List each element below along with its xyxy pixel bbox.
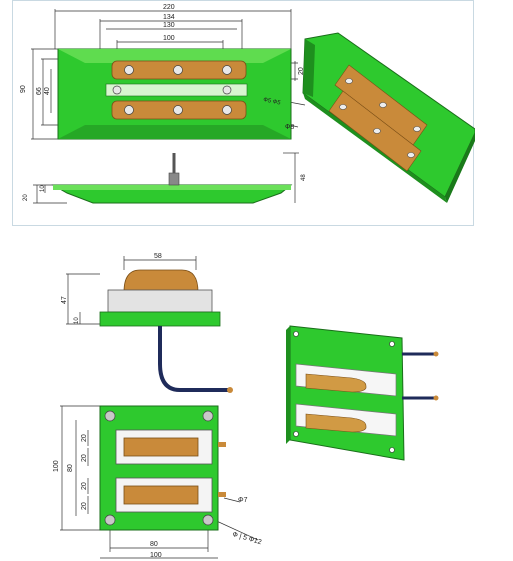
hole-callout-bottom: Ф | 5 Ф12 (231, 531, 262, 546)
screw-icon (124, 105, 134, 115)
screw-icon (339, 104, 347, 110)
screw-icon (173, 105, 183, 115)
screw-icon (407, 152, 415, 158)
screw-icon (373, 128, 381, 134)
dim-label-20: 20 (81, 434, 88, 442)
iso-plate-edge (286, 326, 290, 444)
bottom-front-view (60, 405, 259, 559)
dim-label-47: 47 (61, 296, 68, 304)
bottom-drawing-panel: 58 47 10 100 80 20 20 20 20 Φ7 Ф | 5 Ф12… (0, 240, 513, 561)
mount-hole-icon (293, 431, 299, 437)
screw-icon (173, 65, 183, 75)
iso-plate-right-edge (445, 133, 475, 203)
mount-hole-icon (293, 331, 299, 337)
dim-label-80-vertical: 80 (67, 464, 74, 472)
screw-icon (222, 105, 232, 115)
dim-label-phi7: Φ7 (238, 497, 248, 504)
dim-label-134: 134 (163, 14, 175, 21)
iso-plate-front-edge (303, 93, 447, 203)
slot-callout: Ф5 Ф5 (263, 97, 282, 107)
dim-label-20: 20 (81, 454, 88, 462)
screw-icon (124, 65, 134, 75)
isometric-view (302, 32, 475, 203)
center-slot (105, 83, 248, 97)
screw-icon (345, 78, 353, 84)
mount-hole-icon (389, 447, 395, 453)
mount-hole-icon (104, 410, 116, 422)
dim-label-20: 20 (81, 482, 88, 490)
dim-label-10: 10 (74, 317, 80, 324)
plan-bevel-top (58, 49, 291, 63)
copper-upper-front (123, 437, 199, 457)
dim-label-side-20: 20 (23, 194, 29, 201)
mount-hole-icon (389, 341, 395, 347)
dim-label-80-horizontal: 80 (150, 541, 158, 548)
screw-icon (379, 102, 387, 108)
side-top-face (53, 185, 291, 190)
iso-terminal-lower (433, 395, 439, 401)
side-view (33, 152, 299, 204)
mount-hole-icon (104, 514, 116, 526)
dim-label-58: 58 (154, 253, 162, 260)
bottom-side-view (66, 256, 233, 393)
plan-bevel-bottom (58, 125, 291, 139)
terminal-pin-lower (218, 492, 226, 497)
dim-label-20: 20 (81, 502, 88, 510)
dim-label-40: 40 (44, 87, 51, 95)
screw-icon (413, 126, 421, 132)
dim-label-100-vertical: 100 (53, 460, 60, 472)
bottom-drawing: 58 47 10 100 80 20 20 20 20 Φ7 Ф | 5 Ф12… (53, 253, 439, 559)
dim-label-20: 20 (298, 67, 305, 75)
base-plate-side (99, 311, 221, 327)
terminal-pin-upper (218, 442, 226, 447)
top-drawing-panel: 220 134 130 100 90 66 40 20 Ф5 Ф5 Ф8 20 … (12, 0, 475, 226)
white-insulator-side (107, 289, 213, 313)
top-drawing: 220 134 130 100 90 66 40 20 Ф5 Ф5 Ф8 20 … (20, 4, 475, 204)
dim-label-side-10: 10 (40, 185, 46, 192)
dim-label-130: 130 (163, 22, 175, 29)
plan-view (57, 48, 292, 140)
iso-copper-lower (305, 413, 367, 433)
iso-copper-upper (305, 373, 367, 393)
dim-label-66: 66 (36, 87, 43, 95)
dim-label-90: 90 (20, 85, 27, 93)
iso-terminal-upper (433, 351, 439, 357)
hole-callout: Ф8 (285, 124, 294, 131)
dim-label-100: 100 (163, 35, 175, 42)
cable (158, 326, 228, 392)
dim-label-220: 220 (163, 4, 175, 11)
screw-icon (222, 85, 232, 95)
screw-icon (112, 85, 122, 95)
iso-plate-left-edge (303, 39, 315, 97)
side-nut (168, 172, 180, 186)
mount-hole-icon (202, 410, 214, 422)
bottom-isometric-view (286, 325, 439, 461)
copper-lower-front (123, 485, 199, 505)
cable-terminal (227, 387, 233, 393)
copper-block-side (123, 269, 199, 293)
screw-icon (222, 65, 232, 75)
dim-label-100-horizontal: 100 (150, 552, 162, 559)
dim-label-side-48: 48 (301, 174, 307, 181)
mount-hole-icon (202, 514, 214, 526)
